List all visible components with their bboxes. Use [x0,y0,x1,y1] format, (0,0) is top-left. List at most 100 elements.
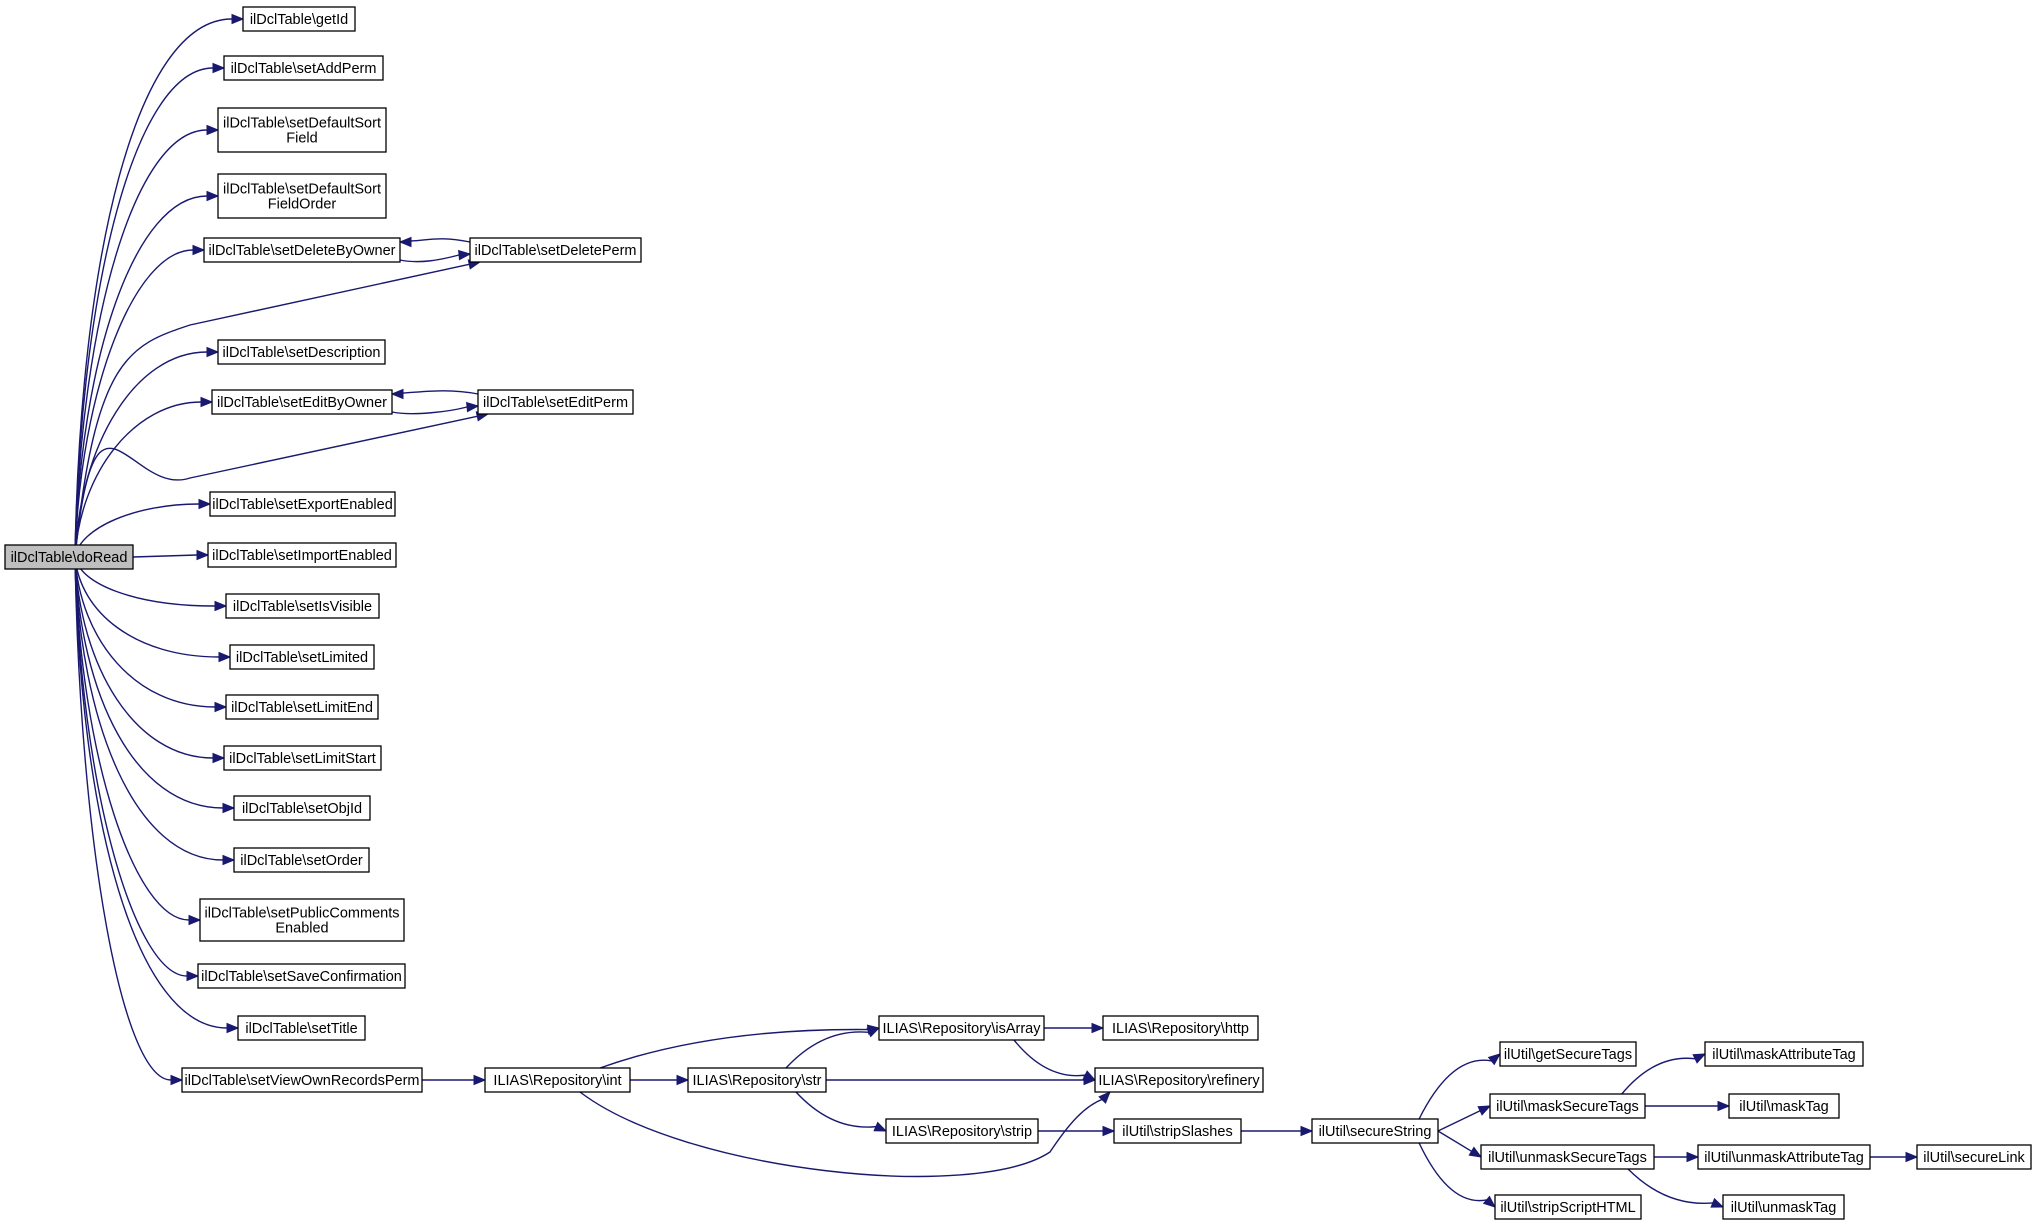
node-label: ilDclTable\setIsVisible [233,599,372,615]
node-label: ilDclTable\setObjId [242,801,362,817]
edge-setDeletePerm-to-setDeleteByOwner [398,236,471,248]
node-box [1722,1194,1845,1220]
node-setSaveConfirmation[interactable]: ilDclTable\setSaveConfirmation [197,963,406,989]
node-setLimitEnd[interactable]: ilDclTable\setLimitEnd [225,694,379,720]
edge-repoInt-to-repoRefinery [579,1091,1111,1178]
node-getSecureTags[interactable]: ilUtil\getSecureTags [1499,1041,1637,1067]
node-label: Enabled [275,921,328,937]
node-setDescription[interactable]: ilDclTable\setDescription [217,339,386,365]
node-label: ILIAS\Repository\str [693,1073,822,1089]
node-label: ilUtil\maskTag [1739,1099,1828,1115]
arrowhead [390,388,404,400]
node-repoStrip[interactable]: ILIAS\Repository\strip [885,1118,1039,1144]
edges-layer [74,13,1919,1208]
node-doRead[interactable]: ilDclTable\doRead [4,544,134,570]
edge-line [599,1028,869,1069]
node-secureString[interactable]: ilUtil\secureString [1311,1118,1439,1144]
node-repoInt[interactable]: ILIAS\Repository\int [484,1067,631,1093]
edge-line [74,129,208,558]
node-setObjId[interactable]: ilDclTable\setObjId [233,795,371,821]
node-stripScriptHTML[interactable]: ilUtil\stripScriptHTML [1494,1194,1642,1220]
node-label: ilUtil\unmaskTag [1731,1200,1837,1216]
node-getId[interactable]: ilDclTable\getId [242,6,356,32]
node-setEditByOwner[interactable]: ilDclTable\setEditByOwner [211,389,393,415]
edge-doRead-to-setPublicCommentsEnabled [74,556,202,926]
edge-doRead-to-setEditPerm [74,411,490,558]
node-setEditPerm[interactable]: ilDclTable\setEditPerm [477,389,634,415]
node-repoHttp[interactable]: ILIAS\Repository\http [1102,1015,1259,1041]
arrowhead [206,346,220,358]
node-repoRefinery[interactable]: ILIAS\Repository\refinery [1094,1067,1264,1093]
node-secureLink[interactable]: ilUtil\secureLink [1916,1144,2032,1170]
edge-setEditPerm-to-setEditByOwner [390,388,479,400]
node-setExportEnabled[interactable]: ilDclTable\setExportEnabled [209,491,396,517]
edge-line [74,556,224,861]
node-box [1494,1194,1642,1220]
edge-doRead-to-setViewOwnRecordsPerm [74,556,184,1086]
node-label: ilUtil\stripSlashes [1122,1124,1232,1140]
edge-line [1418,1059,1492,1120]
node-box [1499,1041,1637,1067]
arrowhead [1717,1100,1731,1112]
edge-repoInt-to-repoIsArray [599,1024,881,1069]
node-setDeletePerm[interactable]: ilDclTable\setDeletePerm [469,237,642,263]
edge-line [785,1031,869,1069]
node-box [233,847,370,873]
edge-setViewOwnRecordsPerm-to-repoInt [422,1074,487,1086]
edge-line [74,415,478,558]
node-unmaskAttributeTag[interactable]: ilUtil\unmaskAttributeTag [1697,1144,1871,1170]
node-maskAttributeTag[interactable]: ilUtil\maskAttributeTag [1704,1041,1864,1067]
edge-line [1627,1168,1713,1205]
node-label: ilDclTable\setDescription [223,345,381,361]
arrowhead [198,498,212,510]
node-maskTag[interactable]: ilUtil\maskTag [1728,1093,1840,1119]
node-box [225,593,380,619]
node-setIsVisible[interactable]: ilDclTable\setIsVisible [225,593,380,619]
node-repoIsArray[interactable]: ILIAS\Repository\isArray [878,1015,1045,1041]
node-label: Field [286,131,317,147]
node-label: ilDclTable\setLimited [236,650,368,666]
node-box [203,237,401,263]
node-setLimited[interactable]: ilDclTable\setLimited [229,644,375,670]
node-setOrder[interactable]: ilDclTable\setOrder [233,847,370,873]
arrowhead [1482,1195,1497,1208]
arrowhead [218,651,232,663]
node-box [469,237,642,263]
node-label: ilUtil\unmaskSecureTags [1488,1150,1647,1166]
node-box [229,644,375,670]
node-setDeleteByOwner[interactable]: ilDclTable\setDeleteByOwner [203,237,401,263]
node-label: ilDclTable\setViewOwnRecordsPerm [184,1073,419,1089]
node-setImportEnabled[interactable]: ilDclTable\setImportEnabled [207,542,397,568]
node-repoStr[interactable]: ILIAS\Repository\str [687,1067,827,1093]
node-maskSecureTags[interactable]: ilUtil\maskSecureTags [1489,1093,1646,1119]
node-unmaskTag[interactable]: ilUtil\unmaskTag [1722,1194,1845,1220]
node-box [1094,1067,1264,1093]
edge-line [74,556,214,759]
edge-line [1621,1057,1696,1095]
node-box [242,6,356,32]
arrowhead [212,752,226,764]
node-label: ilDclTable\setDefaultSort [223,182,381,198]
node-setAddPerm[interactable]: ilDclTable\setAddPerm [223,55,384,81]
node-label: ilDclTable\setDeleteByOwner [209,243,396,259]
arrowhead [1905,1151,1919,1163]
node-box [199,898,405,942]
node-label: ilDclTable\setAddPerm [231,61,377,77]
edge-line [391,406,468,415]
node-label: ilUtil\getSecureTags [1504,1047,1632,1063]
node-setViewOwnRecordsPerm[interactable]: ilDclTable\setViewOwnRecordsPerm [181,1067,423,1093]
node-box [484,1067,631,1093]
arrowhead [212,62,226,74]
edge-doRead-to-setAddPerm [74,62,226,558]
node-setLimitStart[interactable]: ilDclTable\setLimitStart [223,745,382,771]
node-setTitle[interactable]: ilDclTable\setTitle [237,1015,366,1041]
node-stripSlashes[interactable]: ilUtil\stripSlashes [1113,1118,1242,1144]
edge-unmaskAttributeTag-to-secureLink [1870,1151,1919,1163]
edge-doRead-to-setObjId [74,556,236,814]
node-box [1102,1015,1259,1041]
edge-line [74,556,224,809]
node-unmaskSecureTags[interactable]: ilUtil\unmaskSecureTags [1480,1144,1655,1170]
